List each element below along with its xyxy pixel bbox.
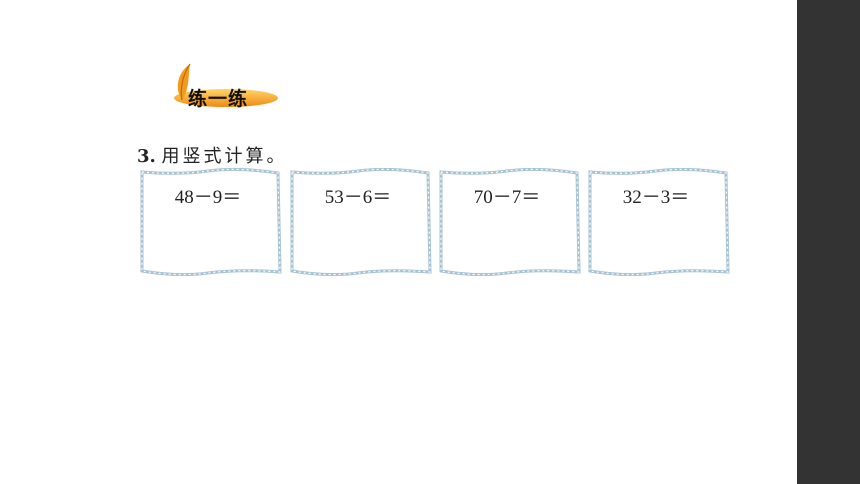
feather-icon bbox=[174, 63, 278, 107]
section-badge-label: 练一练 bbox=[188, 88, 249, 110]
question-number: 3. bbox=[137, 146, 156, 167]
problem-expression: 70－7＝ bbox=[473, 187, 541, 208]
question-text: 用竖式计算。 bbox=[161, 146, 288, 167]
problem-card: 32－3＝ bbox=[586, 168, 732, 276]
right-sidebar bbox=[797, 0, 860, 484]
section-badge: 练一练 bbox=[168, 62, 280, 112]
problem-expression: 53－6＝ bbox=[324, 187, 392, 208]
question-heading: 3. 用竖式计算。 bbox=[137, 142, 288, 168]
problem-expression: 48－9＝ bbox=[174, 187, 242, 208]
problem-card: 53－6＝ bbox=[288, 168, 434, 276]
problem-card: 70－7＝ bbox=[437, 168, 583, 276]
problem-card: 48－9＝ bbox=[138, 168, 284, 276]
problem-expression: 32－3＝ bbox=[622, 187, 690, 208]
